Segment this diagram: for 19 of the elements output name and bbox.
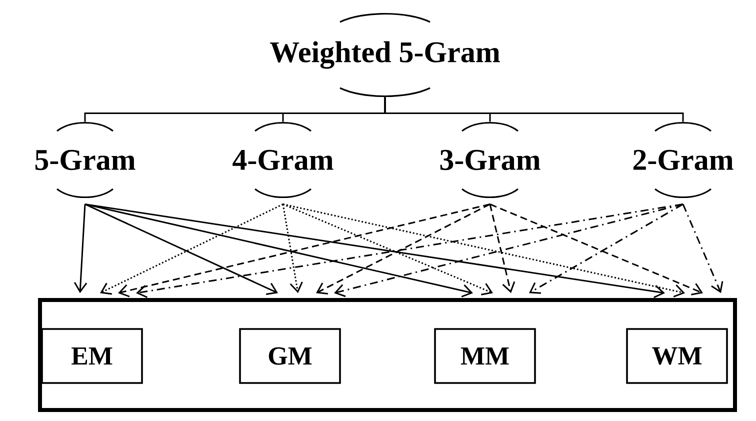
- model-box: GM: [239, 328, 341, 384]
- arrow: [74, 204, 88, 294]
- title-node: Weighted 5-Gram: [270, 12, 500, 98]
- gram-node: 5-Gram: [35, 122, 136, 198]
- model-box: MM: [434, 328, 536, 384]
- arrow: [490, 204, 703, 296]
- arrow: [489, 204, 516, 294]
- gram-node: 3-Gram: [440, 122, 540, 198]
- gram-node: 4-Gram: [232, 122, 334, 198]
- gram-node: 2-Gram: [633, 122, 734, 198]
- model-box: WM: [626, 328, 728, 384]
- connector-line: [384, 97, 684, 122]
- arrow: [316, 204, 490, 294]
- arrow: [282, 204, 493, 296]
- arrow: [682, 204, 724, 294]
- model-box: EM: [41, 328, 143, 384]
- arrow: [529, 204, 684, 294]
- container-box: [38, 298, 737, 412]
- arrow: [282, 204, 303, 294]
